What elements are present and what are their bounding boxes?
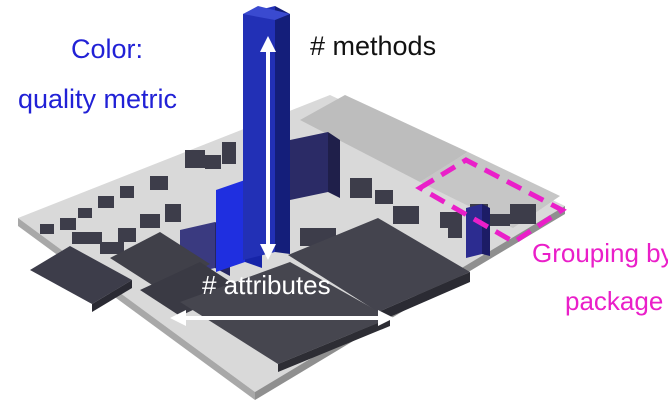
building: [222, 142, 236, 164]
arrowhead-left: [170, 310, 186, 326]
building: [60, 218, 76, 230]
building: [98, 196, 114, 208]
building: [205, 155, 221, 169]
package-group-outline: [415, 157, 567, 245]
block-big-side: [378, 272, 470, 322]
color-annotation-metric: quality metric: [18, 84, 178, 114]
block-big: [288, 218, 470, 312]
building: [448, 228, 462, 238]
color-annotation-title: Color:: [70, 34, 144, 64]
attributes-arrow: [170, 310, 394, 326]
block: [92, 280, 132, 312]
building: [375, 190, 393, 204]
building: [100, 242, 124, 254]
arrowhead-right: [378, 310, 394, 326]
block: [30, 246, 132, 304]
building: [466, 204, 482, 258]
block-largest-side: [278, 318, 390, 372]
building: [72, 232, 102, 244]
building: [165, 204, 181, 222]
large-blocks: [30, 218, 470, 372]
building: [510, 204, 536, 224]
building: [393, 206, 419, 224]
attributes-label: # attributes: [202, 270, 331, 300]
arrowhead-down: [260, 244, 276, 260]
arrowhead-up: [260, 36, 276, 52]
building: [150, 176, 168, 190]
building: [290, 132, 328, 200]
building: [140, 214, 160, 228]
building: [328, 132, 340, 198]
building: [350, 178, 372, 198]
methods-arrow: [260, 36, 276, 260]
package-district-upper: [300, 95, 468, 182]
grouping-label-line1: Grouping by: [532, 238, 668, 268]
building: [40, 224, 54, 234]
block-largest: [180, 262, 390, 364]
building: [78, 208, 92, 218]
methods-label: # methods: [310, 31, 437, 61]
building: [488, 214, 510, 226]
tower-side: [275, 6, 290, 254]
tower-top: [243, 6, 290, 20]
small-buildings: [40, 142, 536, 254]
building: [118, 228, 136, 242]
block: [140, 262, 240, 316]
building: [482, 204, 490, 256]
building: [120, 186, 134, 198]
building-short-blue: [216, 180, 245, 272]
building: [440, 212, 462, 228]
building: [185, 150, 205, 168]
grouping-label-line2: package: [565, 286, 664, 316]
